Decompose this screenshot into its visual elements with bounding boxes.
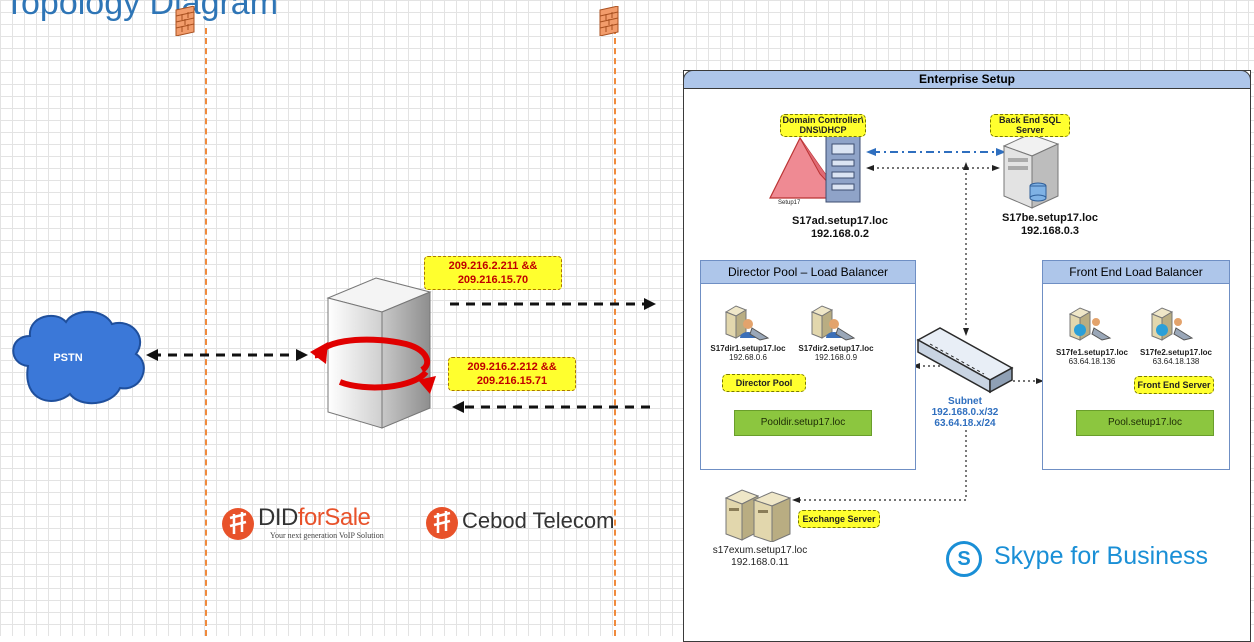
frontend-server-host: S17fe2.setup17.loc (1139, 348, 1213, 357)
firewall-boundary-right (614, 28, 616, 636)
sql-server-icon (1002, 133, 1060, 209)
subnet-network-1: 192.168.0.x/32 (931, 407, 999, 418)
director-server-icon (724, 305, 770, 341)
domain-controller-icon (769, 135, 861, 203)
sql-ip: 192.168.0.3 (1020, 225, 1080, 237)
director-pool-box: Director Pool – Load Balancer (700, 260, 916, 470)
exchange-host: s17exum.setup17.loc (712, 545, 808, 556)
director-server-icon (810, 305, 856, 341)
sql-host: S17be.setup17.loc (1002, 212, 1098, 224)
subnet-label: Subnet (948, 396, 982, 407)
frontend-server-host: S17fe1.setup17.loc (1055, 348, 1129, 357)
director-server-ip: 192.168.0.9 (814, 353, 858, 362)
outbound-ip-label: 209.216.2.211 && 209.216.15.70 (424, 256, 562, 290)
exchange-server-icon (724, 489, 792, 542)
frontend-server-ip: 63.64.18.136 (1068, 357, 1116, 366)
director-pool-tag: Director Pool (722, 374, 806, 392)
ad-tag: Domain Controller\ DNS\DHCP (780, 114, 866, 137)
ad-host: S17ad.setup17.loc (792, 215, 888, 227)
frontend-server-icon (1068, 307, 1112, 341)
frontend-pool-tag: Front End Server (1134, 376, 1214, 394)
didforsale-tagline: Your next generation VoIP Solution (270, 531, 384, 540)
frontend-pool-name: Pool.setup17.loc (1076, 410, 1214, 436)
sbc-links (146, 298, 656, 413)
pstn-cloud-icon (12, 310, 145, 405)
sbc-server-icon (310, 277, 436, 429)
didforsale-logo-part-b: forSale (297, 504, 371, 531)
cebod-logo-icon (426, 507, 458, 539)
frontend-server-ip: 63.64.18.138 (1152, 357, 1200, 366)
exchange-tag: Exchange Server (798, 510, 880, 528)
sql-tag: Back End SQL Server (990, 114, 1070, 137)
subnet-network-2: 63.64.18.x/24 (934, 418, 996, 429)
director-server-host: S17dir2.setup17.loc (798, 344, 874, 353)
didforsale-logo-text: DIDforSale (258, 504, 371, 532)
frontend-server-icon (1150, 307, 1194, 341)
frontend-pool-title: Front End Load Balancer (1043, 261, 1229, 284)
didforsale-logo-part-a: DID (258, 504, 298, 531)
enterprise-setup-title: Enterprise Setup (683, 70, 1251, 89)
ad-ip: 192.168.0.2 (810, 228, 870, 240)
skype-logo-text: Skype for Business (994, 542, 1208, 570)
director-server-ip: 192.68.0.6 (729, 353, 767, 362)
director-pool-name: Pooldir.setup17.loc (734, 410, 872, 436)
firewall-icon (599, 6, 619, 36)
director-pool-title: Director Pool – Load Balancer (701, 261, 915, 284)
skype-logo-icon: S (946, 541, 982, 577)
inbound-ip-label: 209.216.2.212 && 209.216.15.71 (448, 357, 576, 391)
page-title: Topology Diagram (4, 0, 279, 22)
ad-forest-label: Setup17 (778, 200, 801, 206)
director-server-host: S17dir1.setup17.loc (710, 344, 786, 353)
firewall-icon (175, 6, 195, 36)
cebod-logo-text: Cebod Telecom (462, 508, 615, 533)
exchange-ip: 192.168.0.11 (731, 557, 789, 568)
pstn-label: PSTN (53, 352, 83, 364)
firewall-boundary-left (205, 28, 207, 636)
didforsale-logo-icon (222, 508, 254, 540)
network-switch-icon (916, 327, 1014, 394)
